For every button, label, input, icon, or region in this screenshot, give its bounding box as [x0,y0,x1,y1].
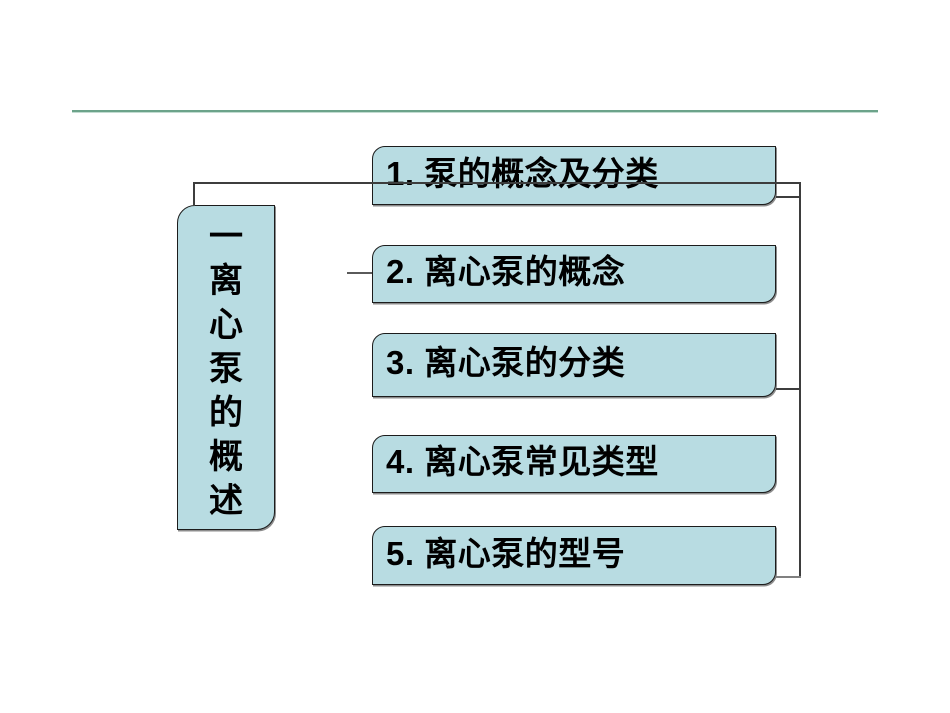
root-topic-char: 泵 [209,349,243,389]
item-label-5: 5. 离心泵的型号 [386,534,626,572]
connector-right-vertical [799,182,801,578]
item-label-1: 1. 泵的概念及分类 [386,154,659,192]
top-divider-line [72,110,878,112]
item-box-2: 2. 离心泵的概念 [372,245,776,303]
root-topic-char: 离 [209,261,243,301]
connector-branch-item1 [776,196,800,198]
connector-root-top-vertical [193,182,195,206]
item-label-4: 4. 离心泵常见类型 [386,443,659,480]
item-box-1: 1. 泵的概念及分类 [372,146,776,205]
root-topic-char: 心 [209,305,243,345]
item-label-3: 3. 离心泵的分类 [386,344,626,381]
item-box-5: 5. 离心泵的型号 [372,526,776,585]
root-topic-char: 概 [209,437,243,477]
root-topic-char: 述 [209,481,243,521]
root-topic-char: 一 [209,217,243,257]
connector-branch-item3 [776,388,800,390]
root-topic-char: 的 [209,393,243,433]
top-divider-line-highlight [72,112,878,113]
connector-branch-item2 [347,272,372,274]
item-box-3: 3. 离心泵的分类 [372,333,776,397]
root-topic-box: 一 离 心 泵 的 概 述 [177,205,275,530]
connector-branch-item5 [776,576,801,578]
connector-main-horizontal [193,182,800,184]
item-box-4: 4. 离心泵常见类型 [372,435,776,493]
item-label-2: 2. 离心泵的概念 [386,253,626,290]
